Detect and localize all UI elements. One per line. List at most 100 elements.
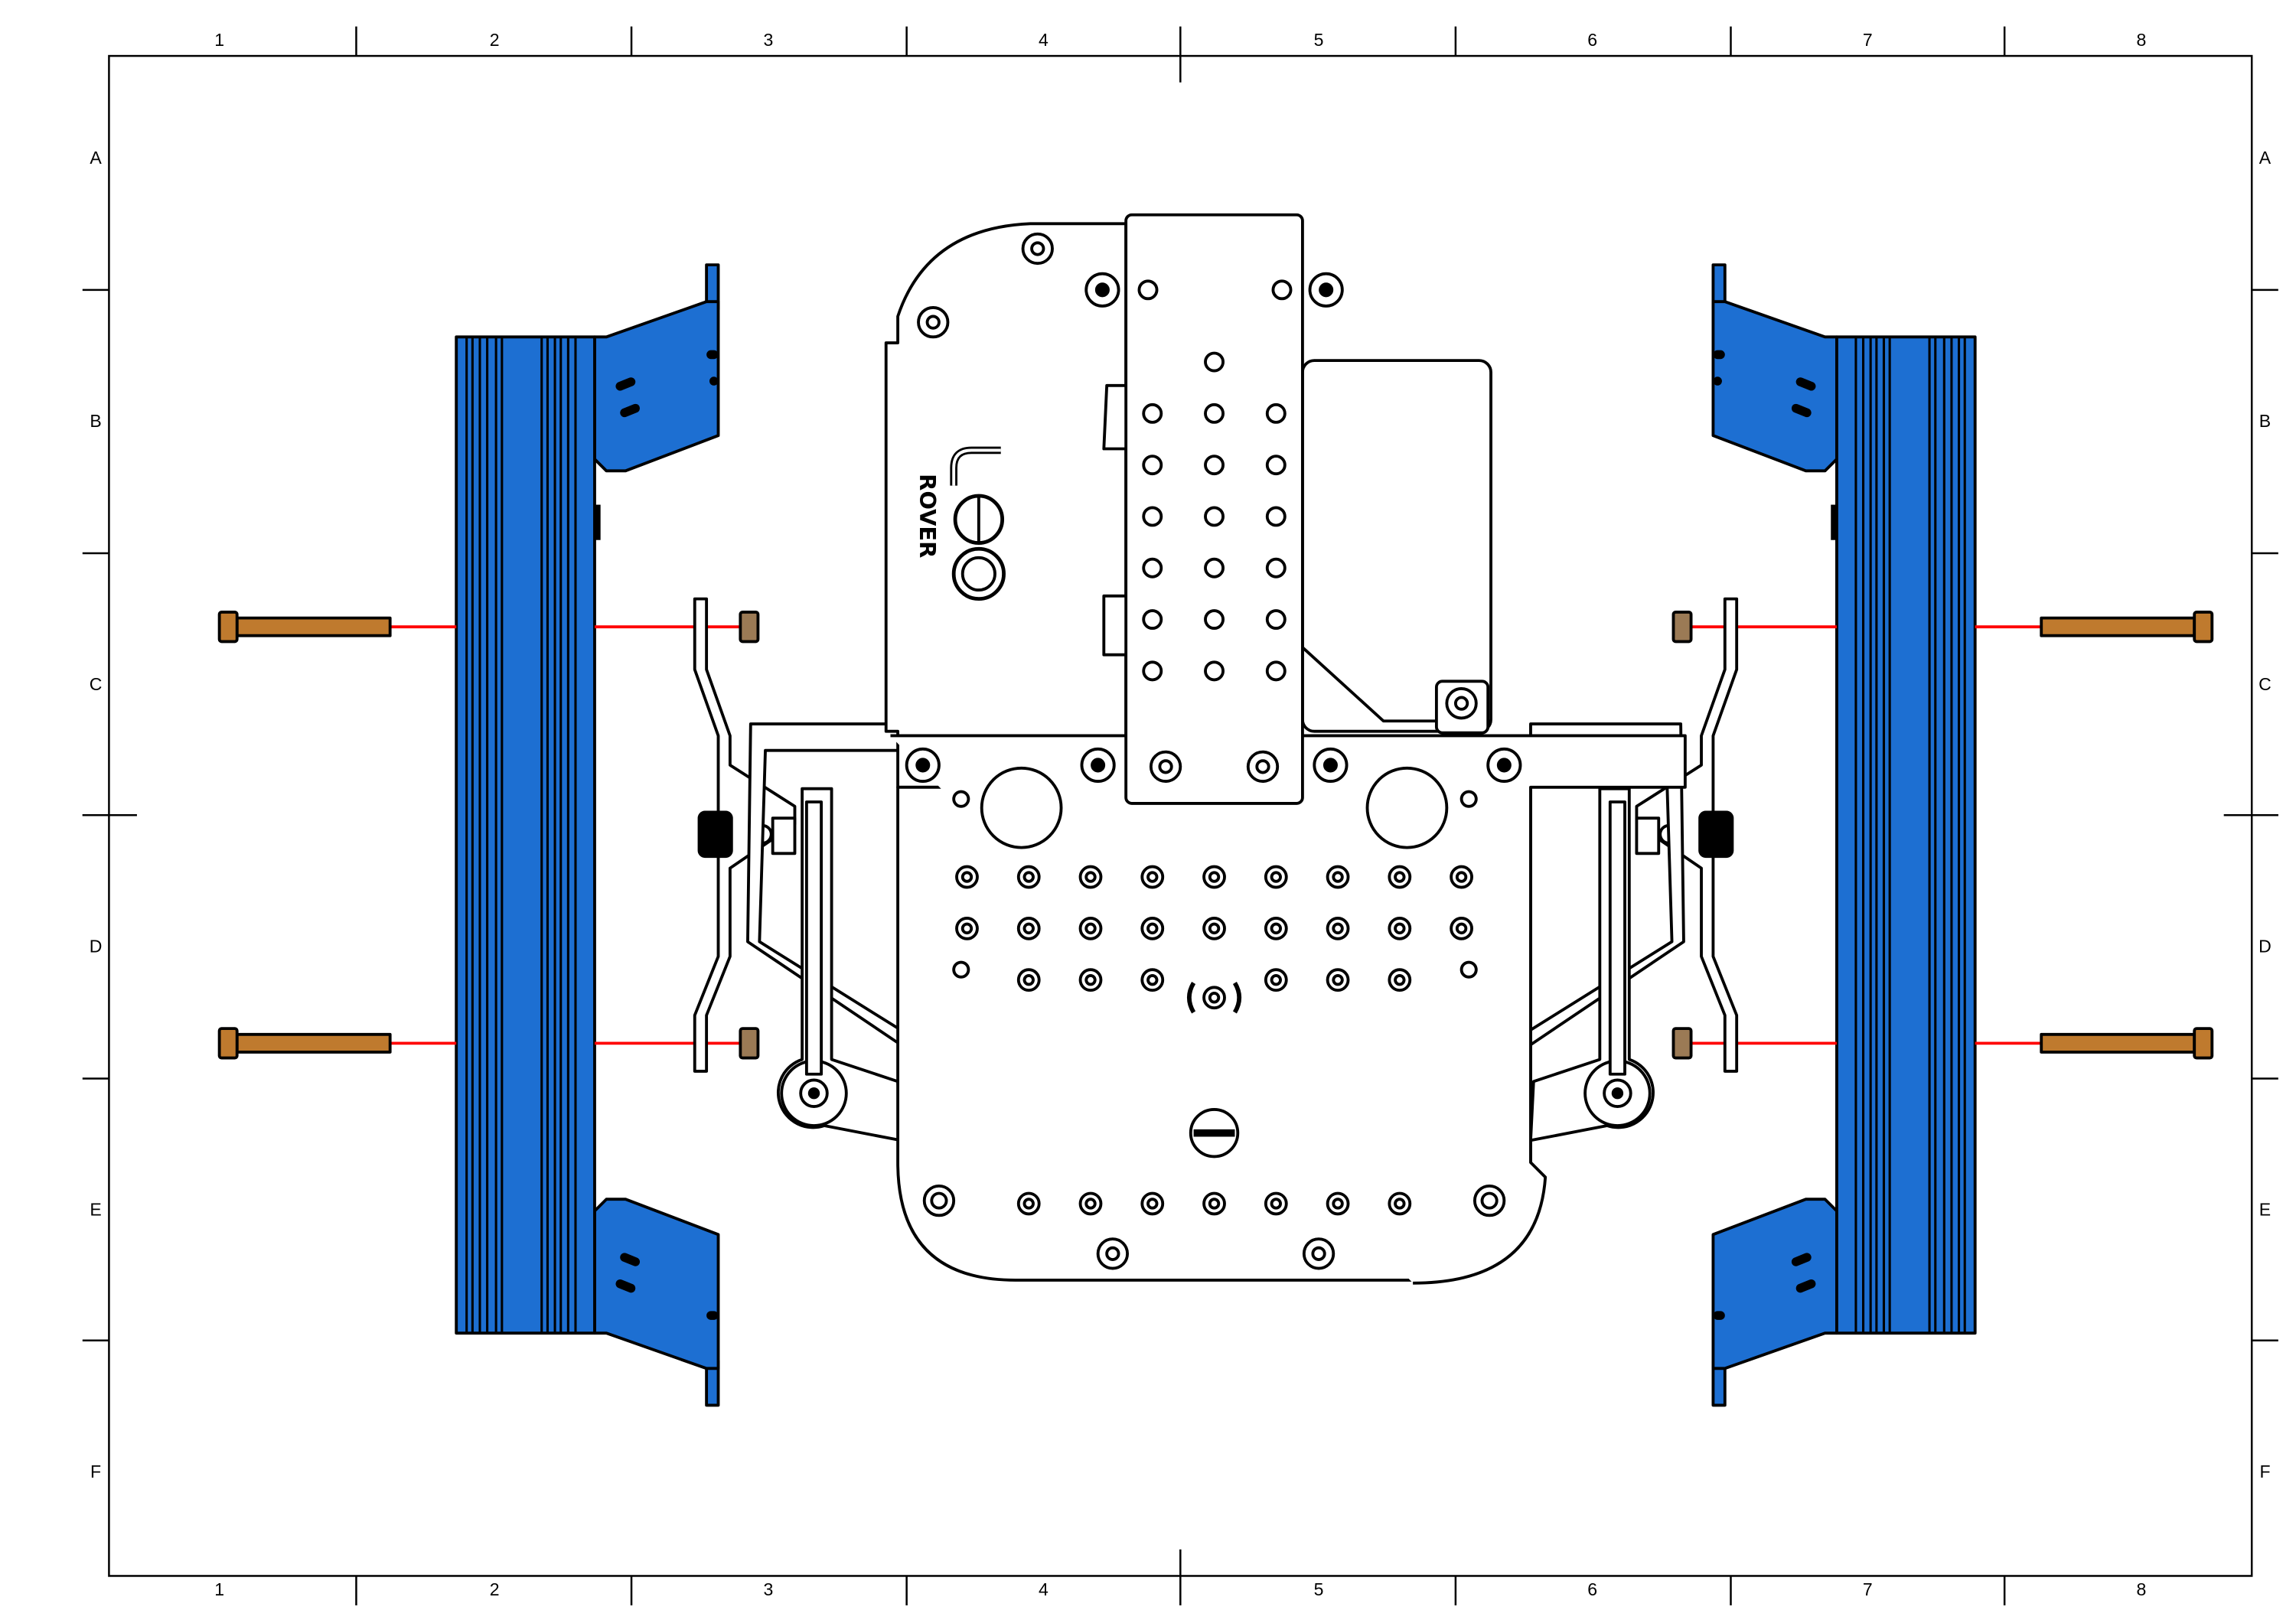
screw-hole xyxy=(1208,922,1221,935)
row-label: C xyxy=(90,674,103,694)
screw-hole xyxy=(952,960,970,979)
column-label: 6 xyxy=(1587,1579,1597,1599)
screw-hole xyxy=(1459,790,1478,808)
screw-hole xyxy=(1265,455,1287,476)
screw-hole xyxy=(1270,922,1282,935)
screw-hole xyxy=(1311,1246,1326,1261)
column-label: 2 xyxy=(490,30,500,50)
screw-hole xyxy=(1208,1198,1221,1210)
screw-hole xyxy=(1084,871,1097,883)
screw-hole xyxy=(1204,455,1225,476)
row-label: A xyxy=(90,148,102,168)
screw-hole xyxy=(1146,871,1159,883)
column-label: 6 xyxy=(1587,30,1597,50)
screw-hole xyxy=(1332,1198,1344,1210)
column-label: 7 xyxy=(1863,1579,1873,1599)
screw-hole xyxy=(1271,279,1293,301)
screw-hole xyxy=(1394,1198,1406,1210)
screw-hole xyxy=(1022,1198,1035,1210)
row-label: F xyxy=(90,1462,101,1481)
screw-hole xyxy=(1084,1198,1097,1210)
screw-hole xyxy=(1030,241,1045,256)
screw-hole xyxy=(1265,557,1287,578)
row-label: C xyxy=(2258,674,2272,694)
screw-hole xyxy=(1394,973,1406,986)
column-label: 4 xyxy=(1039,1579,1049,1599)
column-label: 4 xyxy=(1039,30,1049,50)
screw-hole xyxy=(1022,922,1035,935)
screw-hole xyxy=(1455,922,1468,935)
screw-hole xyxy=(1142,609,1163,631)
screw-hole xyxy=(1022,973,1035,986)
column-dividers xyxy=(355,26,2006,1605)
screw-hole xyxy=(960,922,974,935)
screw-center xyxy=(1322,758,1338,773)
screw-hole xyxy=(1480,1191,1499,1210)
right-side-rail-assembly xyxy=(1531,265,2212,1405)
screw-center xyxy=(915,758,931,773)
row-label: D xyxy=(90,936,103,956)
row-label: A xyxy=(2259,148,2272,168)
screw-hole xyxy=(1208,992,1221,1004)
row-label: B xyxy=(90,411,101,431)
screw-hole xyxy=(1332,871,1344,883)
screw-hole xyxy=(1394,922,1406,935)
screw-hole xyxy=(1204,557,1225,578)
screw-hole xyxy=(925,314,941,330)
screw-hole xyxy=(1022,871,1035,883)
column-label: 8 xyxy=(2137,30,2147,50)
column-label: 2 xyxy=(490,1579,500,1599)
leo-rover-logo: ROVER xyxy=(915,446,1006,601)
screw-hole xyxy=(1084,973,1097,986)
mounting-holes xyxy=(905,232,1522,1270)
screw-hole xyxy=(1270,1198,1282,1210)
screw-hole xyxy=(960,871,974,883)
screw-center xyxy=(1094,282,1110,298)
screw-center xyxy=(1091,758,1106,773)
screw-hole xyxy=(1105,1246,1120,1261)
column-label: 7 xyxy=(1863,30,1873,50)
screw-hole xyxy=(1204,660,1225,682)
screw-hole xyxy=(1332,922,1344,935)
rover-body: ROVER xyxy=(884,213,1687,1285)
screw-hole xyxy=(952,790,970,808)
row-label: E xyxy=(2259,1200,2271,1220)
column-label: 3 xyxy=(763,1579,773,1599)
column-label: 5 xyxy=(1314,30,1324,50)
screw-hole xyxy=(1265,402,1287,424)
screw-hole xyxy=(1146,922,1159,935)
screw-hole xyxy=(1142,402,1163,424)
port-right xyxy=(1365,766,1449,849)
screw-hole xyxy=(1146,1198,1159,1210)
screw-hole xyxy=(1146,973,1159,986)
screw-hole xyxy=(1204,402,1225,424)
screw-hole xyxy=(1270,973,1282,986)
screw-hole xyxy=(1455,871,1468,883)
screw-hole xyxy=(1265,660,1287,682)
row-label: D xyxy=(2258,936,2272,956)
screw-center xyxy=(1496,758,1512,773)
screw-hole xyxy=(1459,960,1478,979)
logo-text: ROVER xyxy=(915,474,941,558)
screw-hole xyxy=(1204,351,1225,373)
screw-hole xyxy=(1204,609,1225,631)
port-left xyxy=(980,766,1063,849)
screw-hole xyxy=(1142,660,1163,682)
screw-hole xyxy=(1265,506,1287,527)
column-label: 1 xyxy=(214,30,224,50)
row-label: E xyxy=(90,1200,101,1220)
screw-hole xyxy=(1394,871,1406,883)
screw-hole xyxy=(1084,922,1097,935)
screw-hole xyxy=(1142,455,1163,476)
screw-hole xyxy=(1270,871,1282,883)
column-label: 5 xyxy=(1314,1579,1324,1599)
screw-hole xyxy=(1453,696,1469,711)
screw-hole xyxy=(930,1191,948,1210)
screw-hole xyxy=(1142,506,1163,527)
battery-housing xyxy=(1300,359,1492,733)
screw-hole xyxy=(1204,506,1225,527)
screw-hole xyxy=(1332,973,1344,986)
left-side-rail-assembly xyxy=(220,265,901,1405)
